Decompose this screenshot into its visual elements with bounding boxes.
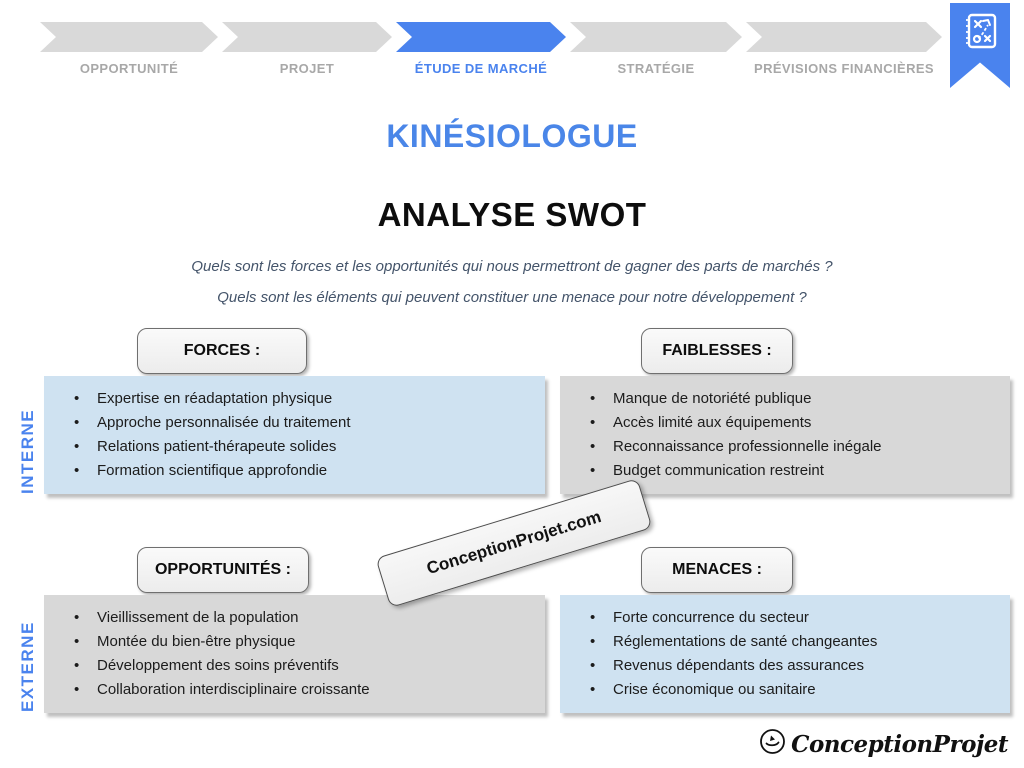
forces-title: FORCES : <box>183 342 261 359</box>
list-item: Budget communication restreint <box>560 459 1010 483</box>
list-item: Relations patient-thérapeute solides <box>44 435 545 459</box>
menaces-title: MENACES : <box>672 561 762 578</box>
faiblesses-list: Manque de notoriété publique Accès limit… <box>560 387 1010 483</box>
forces-header-box: FORCES : <box>137 328 307 374</box>
chevron-arrow-shape <box>570 22 742 52</box>
list-item: Forte concurrence du secteur <box>560 606 1010 630</box>
axis-label-interne: INTERNE <box>18 408 37 494</box>
list-item: Développement des soins préventifs <box>44 654 545 678</box>
axis-label-externe: EXTERNE <box>18 621 37 712</box>
stepper-step-label: STRATÉGIE <box>617 61 695 76</box>
hand-logo-icon <box>759 728 786 760</box>
list-item: Approche personnalisée du traitement <box>44 411 545 435</box>
strategy-playbook-icon <box>958 3 1002 88</box>
stepper-step-label: PRÉVISIONS FINANCIÈRES <box>754 61 934 76</box>
footer-brand-text: ConceptionProjet <box>791 730 1008 758</box>
stepper-step-opportunite[interactable]: OPPORTUNITÉ <box>40 22 218 76</box>
forces-list: Expertise en réadaptation physique Appro… <box>44 387 545 483</box>
opportunites-list: Vieillissement de la population Montée d… <box>44 606 545 702</box>
list-item: Formation scientifique approfondie <box>44 459 545 483</box>
stepper-step-strategie[interactable]: STRATÉGIE <box>570 22 742 76</box>
opportunites-panel: Vieillissement de la population Montée d… <box>44 595 545 713</box>
list-item: Collaboration interdisciplinaire croissa… <box>44 678 545 702</box>
list-item: Montée du bien-être physique <box>44 630 545 654</box>
forces-panel: Expertise en réadaptation physique Appro… <box>44 376 545 494</box>
stepper-step-label: PROJET <box>279 61 335 76</box>
section-title: ANALYSE SWOT <box>377 196 647 233</box>
process-stepper: OPPORTUNITÉ PROJET ÉTUDE DE MARCHÉ STRAT… <box>40 22 942 76</box>
list-item: Manque de notoriété publique <box>560 387 1010 411</box>
watermark-plaque: ConceptionProjet.com <box>375 478 653 608</box>
intro-question-1: Quels sont les forces et les opportunité… <box>191 258 833 275</box>
bookmark-ribbon <box>950 3 1010 88</box>
list-item: Revenus dépendants des assurances <box>560 654 1010 678</box>
opportunites-title: OPPORTUNITÉS : <box>154 561 291 578</box>
list-item: Expertise en réadaptation physique <box>44 387 545 411</box>
footer-brand-logo: ConceptionProjet <box>759 728 1008 760</box>
faiblesses-panel: Manque de notoriété publique Accès limit… <box>560 376 1010 494</box>
menaces-header-box: MENACES : <box>641 547 793 593</box>
list-item: Accès limité aux équipements <box>560 411 1010 435</box>
list-item: Vieillissement de la population <box>44 606 545 630</box>
intro-question-2: Quels sont les éléments qui peuvent cons… <box>217 289 807 306</box>
stepper-step-previsions-financieres[interactable]: PRÉVISIONS FINANCIÈRES <box>746 22 942 76</box>
stepper-step-label: OPPORTUNITÉ <box>79 61 179 76</box>
list-item: Réglementations de santé changeantes <box>560 630 1010 654</box>
chevron-arrow-shape <box>222 22 392 52</box>
list-item: Reconnaissance professionnelle inégale <box>560 435 1010 459</box>
stepper-step-etude-de-marche[interactable]: ÉTUDE DE MARCHÉ <box>396 22 566 76</box>
opportunites-header-box: OPPORTUNITÉS : <box>137 547 309 593</box>
chevron-arrow-shape <box>40 22 218 52</box>
page-title: KINÉSIOLOGUE <box>386 118 638 154</box>
stepper-step-projet[interactable]: PROJET <box>222 22 392 76</box>
faiblesses-header-box: FAIBLESSES : <box>641 328 793 374</box>
faiblesses-title: FAIBLESSES : <box>662 342 772 359</box>
stepper-step-label: ÉTUDE DE MARCHÉ <box>414 61 548 76</box>
list-item: Crise économique ou sanitaire <box>560 678 1010 702</box>
watermark-text: ConceptionProjet.com <box>424 506 604 579</box>
chevron-arrow-shape <box>746 22 942 52</box>
menaces-list: Forte concurrence du secteur Réglementat… <box>560 606 1010 702</box>
chevron-arrow-shape <box>396 22 566 52</box>
menaces-panel: Forte concurrence du secteur Réglementat… <box>560 595 1010 713</box>
